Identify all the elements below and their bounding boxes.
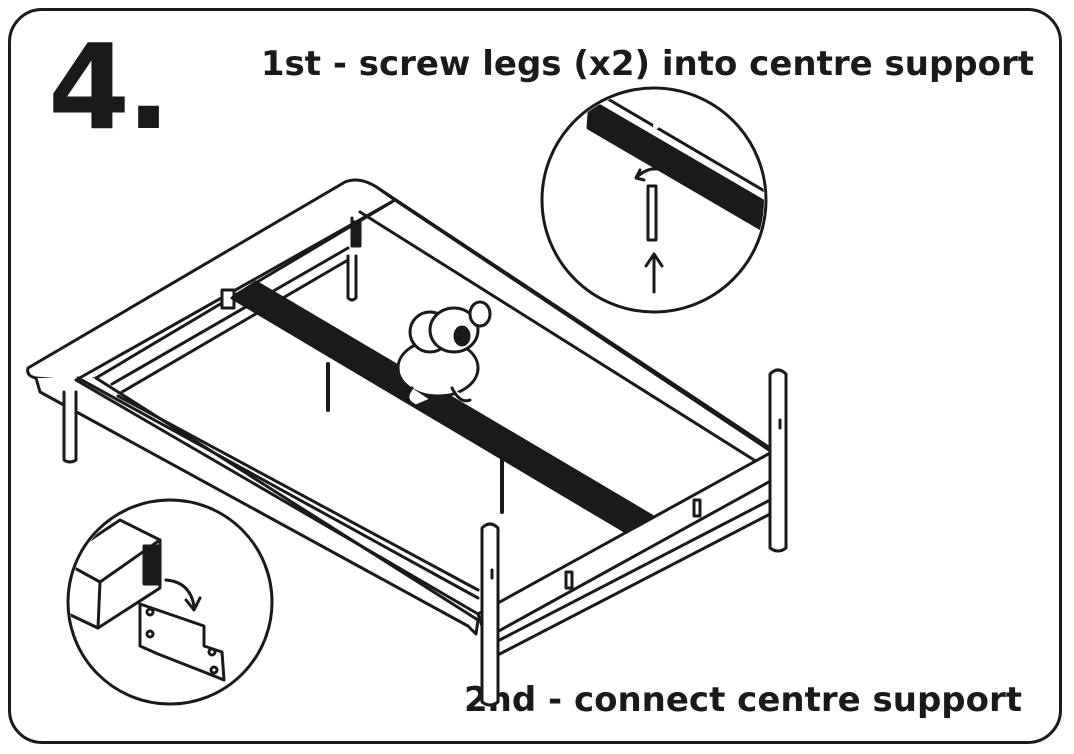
up-arrow-icon [644, 252, 664, 294]
bed-frame [26, 178, 778, 662]
detail-connect-support [66, 498, 274, 706]
bed-legs [62, 254, 788, 707]
instruction-second: 2nd - connect centre support [463, 680, 1022, 720]
koala-mascot [396, 300, 492, 408]
centre-support-beam [230, 280, 654, 534]
rotate-icon [634, 167, 668, 182]
instruction-first: 1st - screw legs (x2) into centre suppor… [260, 44, 1034, 84]
detail-screw-legs [540, 86, 768, 314]
curved-arrow-icon [164, 578, 202, 612]
step-number: 4. [48, 18, 171, 156]
